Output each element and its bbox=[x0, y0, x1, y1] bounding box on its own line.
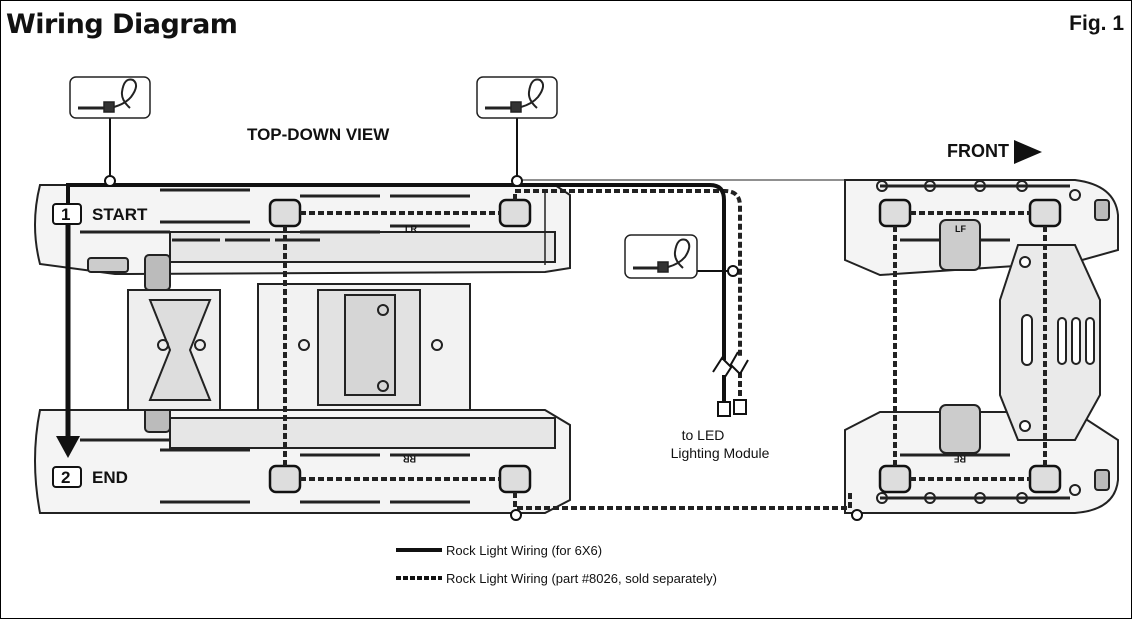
module-label-line2: Lighting Module bbox=[671, 445, 770, 461]
tie-callout-lines bbox=[109, 118, 728, 272]
pod-label-rr: RR bbox=[403, 454, 416, 464]
module-label-line1: to LED bbox=[682, 427, 725, 443]
rock-light-pod bbox=[268, 198, 302, 228]
front-label: FRONT bbox=[947, 141, 1009, 161]
rear-left-track bbox=[34, 184, 571, 291]
end-number-box bbox=[52, 466, 82, 488]
middle-axle bbox=[127, 283, 471, 411]
legend-solid-label: Rock Light Wiring (for 6X6) bbox=[446, 543, 602, 558]
start-label: START bbox=[92, 205, 148, 224]
view-label: TOP-DOWN VIEW bbox=[247, 125, 390, 144]
start-number: 1 bbox=[61, 205, 70, 224]
rock-light-pod bbox=[878, 464, 912, 494]
rock-light-pod bbox=[268, 464, 302, 494]
wire-break-symbol bbox=[712, 351, 749, 381]
pod-label-rf: RF bbox=[954, 454, 966, 464]
pod-label-lr: LR bbox=[405, 224, 417, 234]
cable-tie-icon bbox=[69, 76, 151, 119]
rear-right-track bbox=[34, 401, 571, 514]
legend: Rock Light Wiring (for 6X6) Rock Light W… bbox=[396, 543, 717, 586]
rock-light-pod bbox=[1028, 198, 1062, 228]
rock-light-pod bbox=[878, 198, 912, 228]
start-number-box bbox=[52, 203, 82, 225]
figure-label: Fig. 1 bbox=[1069, 12, 1124, 35]
legend-dashed-label: Rock Light Wiring (part #8026, sold sepa… bbox=[446, 571, 717, 586]
page-title: Wiring Diagram bbox=[6, 9, 238, 40]
rock-light-pod bbox=[1028, 464, 1062, 494]
rock-light-pod bbox=[498, 464, 532, 494]
module-connectors bbox=[717, 399, 747, 417]
skid-plate bbox=[999, 244, 1101, 441]
cable-tie-icon bbox=[476, 76, 558, 119]
rock-light-pod bbox=[498, 198, 532, 228]
end-label: END bbox=[92, 468, 128, 487]
pod-label-lf: LF bbox=[955, 224, 966, 234]
cable-tie-icon bbox=[624, 234, 698, 279]
end-number: 2 bbox=[61, 468, 70, 487]
dashed-wiring bbox=[283, 189, 1047, 510]
front-arrow-icon bbox=[1014, 140, 1042, 164]
